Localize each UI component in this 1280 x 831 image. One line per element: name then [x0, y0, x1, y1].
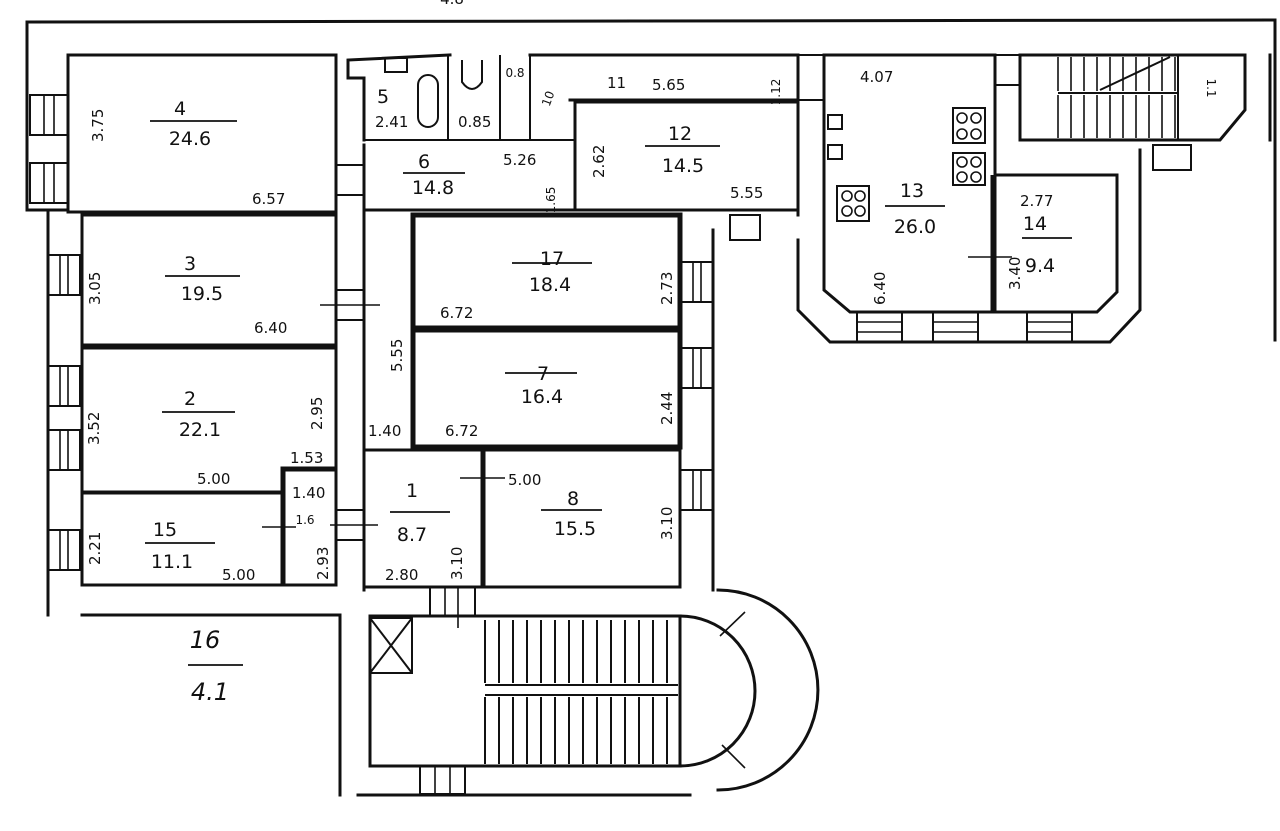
- svg-text:3.10: 3.10: [658, 507, 676, 540]
- svg-text:1.12: 1.12: [769, 79, 783, 106]
- svg-text:5.55: 5.55: [730, 184, 763, 202]
- svg-text:3.05: 3.05: [86, 272, 104, 305]
- room-2-number: 2: [184, 388, 196, 410]
- room-8: 8 15.5 5.00 3.10: [460, 448, 682, 589]
- svg-text:2.95: 2.95: [308, 397, 326, 430]
- svg-text:6.40: 6.40: [254, 319, 287, 337]
- room-3-area: 19.5: [181, 283, 223, 305]
- room-5-area: 2.41: [375, 113, 408, 131]
- room-4-area: 24.6: [169, 128, 211, 150]
- svg-text:1.40: 1.40: [292, 484, 325, 502]
- bathroom-5: 5 2.41 0.85 0.8 10: [346, 53, 575, 142]
- svg-text:5.55: 5.55: [388, 339, 406, 372]
- room-15-number: 15: [153, 519, 177, 541]
- stairwell-top: 1.1: [994, 53, 1272, 171]
- svg-text:1.6: 1.6: [295, 513, 314, 527]
- room-14: 2.77 14 9.4 3.40: [968, 173, 1119, 314]
- closet: 1.53 1.40 1.6 2.93: [262, 449, 338, 587]
- room-17-number: 17: [540, 248, 564, 270]
- room-1-area: 8.7: [397, 524, 427, 546]
- svg-text:10: 10: [539, 89, 557, 108]
- svg-text:4.07: 4.07: [860, 68, 893, 86]
- room-3-number: 3: [184, 253, 196, 275]
- room-6-area: 14.8: [412, 177, 454, 199]
- svg-text:1.65: 1.65: [544, 187, 558, 214]
- svg-text:2.73: 2.73: [658, 272, 676, 305]
- room-14-area: 9.4: [1025, 255, 1055, 277]
- svg-text:2.21: 2.21: [86, 532, 104, 565]
- top-fragment-label: 4.8: [440, 0, 464, 8]
- room-4: 4 24.6 3.75 6.57: [66, 53, 338, 214]
- room-16-area: 4.1: [191, 678, 229, 706]
- svg-text:6.72: 6.72: [440, 304, 473, 322]
- svg-text:2.44: 2.44: [658, 392, 676, 425]
- outer-walls: [25, 18, 1277, 797]
- svg-text:3.75: 3.75: [89, 109, 107, 142]
- room-11-number: 11: [607, 74, 626, 92]
- room-13-area: 26.0: [894, 216, 936, 238]
- stairwell-bottom: [368, 586, 820, 795]
- room-17-area: 18.4: [529, 274, 571, 296]
- svg-text:2.80: 2.80: [385, 566, 418, 584]
- svg-text:3.40: 3.40: [1006, 257, 1024, 290]
- room-1: 1 8.7 2.80 3.10: [362, 448, 484, 589]
- room-7: 7 16.4 2.44 6.72: [410, 327, 683, 450]
- room-13-kitchen: 13 26.0 4.07 6.40: [729, 53, 1142, 344]
- room-2-area: 22.1: [179, 419, 221, 441]
- room-5-number: 5: [377, 86, 389, 108]
- room-11-area: 5.65: [652, 76, 685, 94]
- svg-text:6.57: 6.57: [252, 190, 285, 208]
- room-17: 17 18.4 6.72 2.73: [410, 212, 683, 331]
- stair-label: 1.1: [1204, 78, 1218, 97]
- room-16: 16 4.1: [188, 626, 243, 706]
- svg-text:3.52: 3.52: [85, 412, 103, 445]
- svg-text:1.53: 1.53: [290, 449, 323, 467]
- room-4-number: 4: [174, 98, 186, 120]
- svg-text:0.8: 0.8: [505, 66, 524, 80]
- svg-text:6.40: 6.40: [871, 272, 889, 305]
- room-3: 3 19.5 3.05 6.40: [80, 213, 338, 347]
- svg-text:2.77: 2.77: [1020, 192, 1053, 210]
- room-15: 15 11.1 2.21 5.00: [80, 491, 284, 587]
- svg-text:0.85: 0.85: [458, 113, 491, 131]
- room-6: 6 14.8 5.26 1.65: [362, 151, 577, 214]
- room-12: 12 14.5 2.62 5.55: [573, 100, 800, 212]
- svg-text:2.93: 2.93: [314, 547, 332, 580]
- room-1-number: 1: [406, 480, 418, 502]
- room-12-number: 12: [668, 123, 692, 145]
- svg-text:5.00: 5.00: [197, 470, 230, 488]
- svg-text:1.40: 1.40: [368, 422, 401, 440]
- room-8-area: 15.5: [554, 518, 596, 540]
- svg-text:5.00: 5.00: [508, 471, 541, 489]
- svg-text:6.72: 6.72: [445, 422, 478, 440]
- room-12-area: 14.5: [662, 155, 704, 177]
- room-11: 11 5.65 1.12: [528, 53, 800, 106]
- room-7-number: 7: [537, 363, 549, 385]
- room-6-number: 6: [418, 151, 430, 173]
- room-13-number: 13: [900, 180, 924, 202]
- svg-text:5.00: 5.00: [222, 566, 255, 584]
- windows-center-right: [679, 228, 715, 592]
- room-7-area: 16.4: [521, 386, 563, 408]
- windows-left: [29, 94, 81, 571]
- svg-text:3.10: 3.10: [448, 547, 466, 580]
- svg-text:2.62: 2.62: [590, 145, 608, 178]
- room-15-area: 11.1: [151, 551, 193, 573]
- room-14-number: 14: [1023, 213, 1047, 235]
- svg-text:5.26: 5.26: [503, 151, 536, 169]
- room-8-number: 8: [567, 488, 579, 510]
- room-16-number: 16: [190, 626, 221, 654]
